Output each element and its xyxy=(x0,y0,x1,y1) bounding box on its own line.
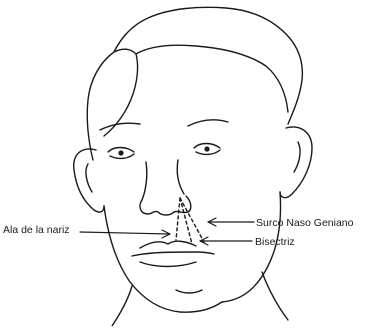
ala-arrow-line xyxy=(80,232,170,234)
right-eyebrow xyxy=(188,120,228,126)
left-ear xyxy=(74,149,104,212)
neck-left xyxy=(112,286,132,326)
bisectriz-label: Bisectriz xyxy=(255,237,295,248)
ala-guide-line xyxy=(176,198,180,240)
lower-lip xyxy=(140,262,196,267)
right-pupil xyxy=(204,146,209,151)
mouth-line xyxy=(132,252,214,256)
upper-lip xyxy=(140,241,196,248)
hair-detail xyxy=(136,45,288,112)
left-eyebrow xyxy=(100,123,140,130)
left-pupil xyxy=(118,150,123,155)
jaw-left xyxy=(104,206,222,312)
ala-de-la-nariz-label: Ala de la nariz xyxy=(3,225,70,236)
right-ear xyxy=(280,127,312,198)
nose-bridge-left xyxy=(142,162,147,200)
nose-ala-left xyxy=(140,200,158,214)
nose-tip xyxy=(158,212,174,215)
hair-outline xyxy=(87,7,302,160)
surco-naso-geniano-label: Surco Naso Geniano xyxy=(256,218,353,229)
nose-bridge-right xyxy=(177,160,184,194)
chin-crease xyxy=(176,290,202,293)
neck-right xyxy=(262,272,288,320)
nose-ala-right xyxy=(174,196,191,213)
surco-guide-line xyxy=(180,198,204,242)
right-ear-inner xyxy=(294,142,300,172)
left-ear-inner xyxy=(86,164,92,192)
